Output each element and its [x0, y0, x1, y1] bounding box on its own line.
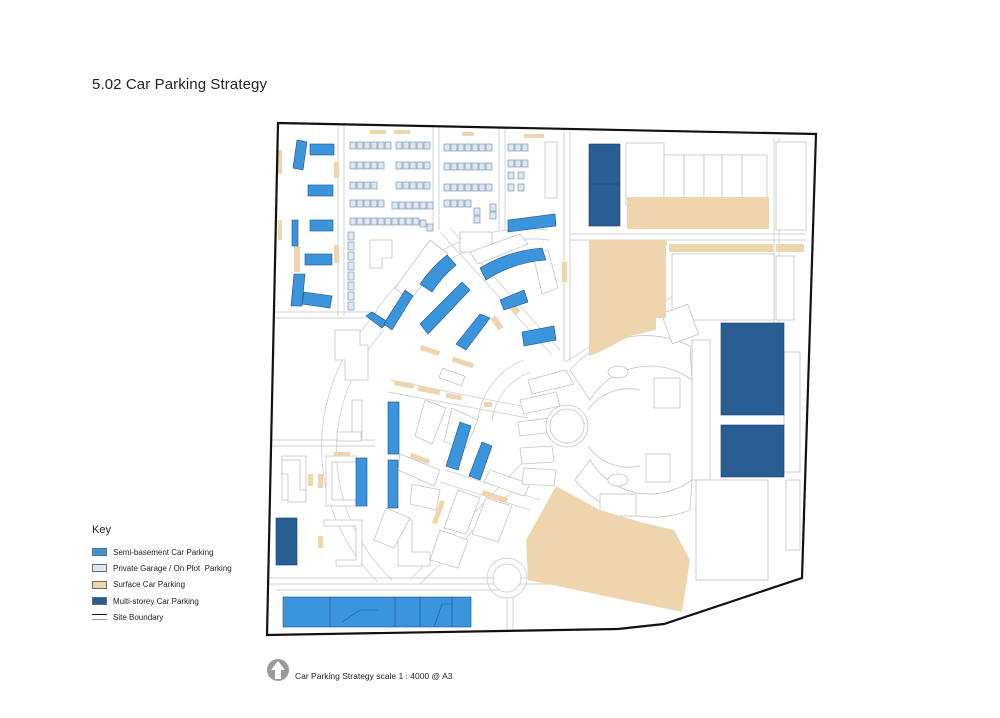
legend-swatch: [92, 580, 107, 589]
legend-label: Multi-storey Car Parking: [113, 596, 199, 606]
private-garage-parking: [347, 141, 529, 311]
legend-heading: Key: [92, 524, 111, 536]
parking-bay-dividers: [329, 597, 453, 628]
legend-item-multi-storey: Multi-storey Car Parking: [92, 593, 262, 609]
legend-item-private-garage: Private Garage / On Plot Parking: [92, 560, 262, 576]
legend-label: Private Garage / On Plot Parking: [113, 563, 232, 573]
legend-label: Site Boundary: [113, 612, 164, 622]
surface-parking: [278, 130, 804, 612]
semi-basement-parking: [282, 139, 557, 628]
legend-swatch: [92, 564, 107, 573]
legend-item-site-boundary: Site Boundary: [92, 609, 262, 625]
site-boundary: [265, 121, 818, 637]
scale-caption: Car Parking Strategy scale 1 : 4000 @ A3: [295, 671, 453, 681]
legend-label: Surface Car Parking: [113, 580, 186, 590]
legend-swatch: [92, 614, 107, 621]
legend-swatch: [92, 597, 107, 606]
scale-row: Car Parking Strategy scale 1 : 4000 @ A3: [266, 658, 452, 682]
multi-storey-parking: [275, 143, 785, 566]
north-arrow-icon: [267, 659, 289, 681]
legend-item-surface: Surface Car Parking: [92, 577, 262, 593]
page-title: 5.02 Car Parking Strategy: [92, 76, 268, 93]
legend-item-semi-basement: Semi-basement Car Parking: [92, 544, 262, 560]
legend-label: Semi-basement Car Parking: [113, 547, 214, 557]
map-legend: Key Semi-basement Car Parking Private Ga…: [92, 524, 262, 625]
legend-swatch: [92, 548, 107, 557]
building-footprints: [281, 141, 807, 581]
